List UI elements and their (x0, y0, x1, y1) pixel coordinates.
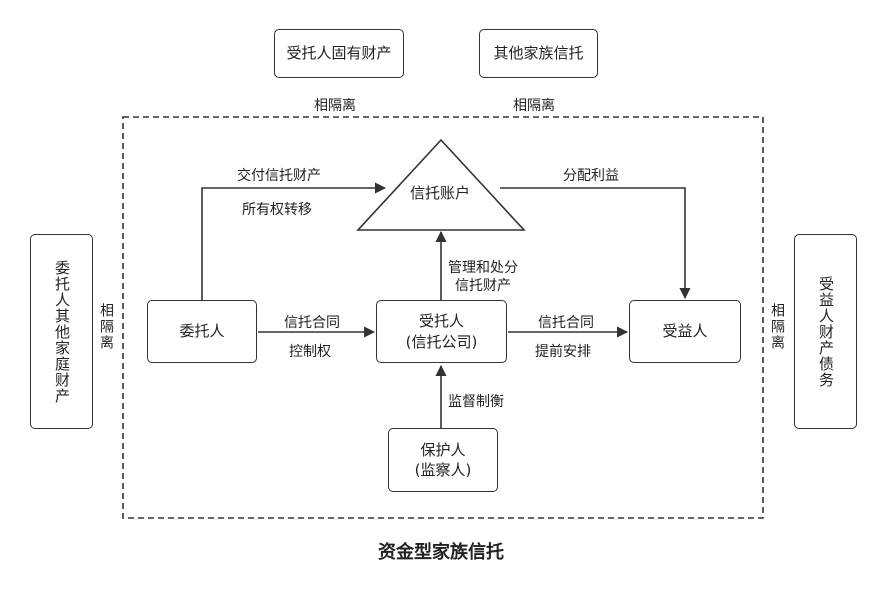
manage-dispose-label-line1: 管理和处分 (448, 260, 518, 276)
arrow-settlor-to-account (201, 182, 387, 300)
contract-label-left: 信托合同 (284, 315, 340, 331)
protector-text: 保护人 (420, 440, 466, 459)
other-family-trust-box: 其他家族信托 (479, 29, 598, 78)
ownership-transfer-label: 所有权转移 (242, 202, 312, 218)
isolation-label-right-side: 相隔离 (769, 303, 785, 351)
beneficiary-box: 受益人 (629, 300, 741, 363)
trustee-company-text: (信托公司) (405, 332, 478, 351)
beneficiary-debts-box: 受益人财产债务 (794, 234, 857, 429)
beneficiary-debts-text: 受益人财产债务 (817, 275, 835, 388)
trustee-text: 受托人 (418, 312, 464, 331)
arrow-account-to-beneficiary (500, 187, 691, 300)
protector-monitor-text: (监察人) (414, 461, 472, 479)
deliver-property-label: 交付信托财产 (237, 168, 321, 184)
trustee-own-property-box: 受托人固有财产 (274, 29, 404, 78)
settlor-box: 委托人 (147, 300, 257, 363)
advance-arrangement-label: 提前安排 (535, 344, 591, 360)
settlor-other-property-text: 委托人其他家庭财产 (53, 259, 71, 404)
control-label: 控制权 (289, 344, 331, 360)
trust-account-label: 信托账户 (410, 184, 471, 202)
beneficiary-text: 受益人 (662, 322, 708, 341)
isolation-label-left-top: 相隔离 (314, 98, 356, 114)
trust-account-triangle (356, 138, 526, 231)
settlor-text: 委托人 (179, 322, 225, 341)
protector-box: 保护人 (监察人) (388, 428, 498, 492)
other-family-trust-text: 其他家族信托 (493, 44, 584, 63)
trust-boundary-dashed (122, 116, 764, 519)
contract-label-right: 信托合同 (538, 315, 594, 331)
distribute-benefits-label: 分配利益 (563, 168, 619, 184)
trustee-own-property-text: 受托人固有财产 (286, 44, 392, 63)
isolation-label-right-top: 相隔离 (513, 98, 555, 114)
diagram-title: 资金型家族信托 (378, 542, 504, 563)
isolation-label-left-side: 相隔离 (98, 303, 114, 351)
trustee-box: 受托人 (信托公司) (376, 300, 507, 363)
manage-dispose-label-line2: 信托财产 (455, 278, 511, 294)
supervision-label: 监督制衡 (448, 394, 504, 410)
settlor-other-property-box: 委托人其他家庭财产 (30, 234, 93, 429)
